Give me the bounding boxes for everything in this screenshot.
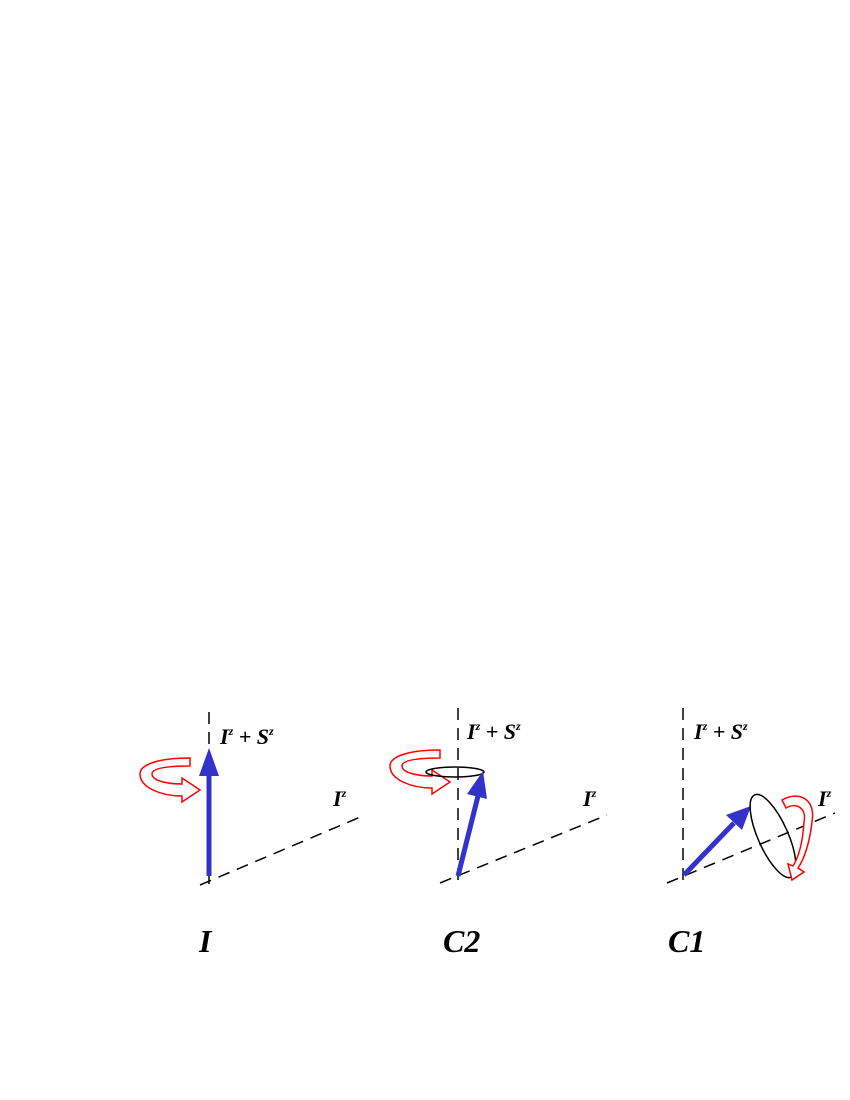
horizontal-axis-label: Iz	[582, 786, 597, 811]
panel-c1: Iz + Sz Iz C1	[666, 708, 836, 959]
precession-cone-ellipse	[425, 766, 485, 778]
spin-vector-head	[726, 806, 751, 830]
rotation-arrow-icon	[139, 757, 202, 804]
panel-label: I	[198, 923, 213, 959]
vertical-axis-label: Iz + Sz	[219, 724, 274, 749]
horizontal-axis	[439, 814, 608, 884]
rotation-arrow-icon	[389, 749, 452, 796]
spin-vector-head	[467, 771, 487, 799]
vertical-axis-label: Iz + Sz	[693, 719, 748, 744]
horizontal-axis	[199, 814, 366, 886]
vertical-axis-label: Iz + Sz	[466, 719, 521, 744]
horizontal-axis-label: Iz	[817, 786, 832, 811]
panel-label: C2	[443, 923, 480, 959]
spin-vector	[682, 821, 736, 877]
horizontal-axis-label: Iz	[332, 786, 347, 811]
rotation-arrow-icon	[781, 795, 814, 882]
spin-vector-head	[199, 748, 219, 776]
panel-c2: Iz + Sz Iz C2	[389, 708, 608, 959]
spin-vector	[455, 795, 481, 877]
panel-i: Iz + Sz Iz I	[139, 712, 366, 959]
panel-label: C1	[668, 923, 705, 959]
